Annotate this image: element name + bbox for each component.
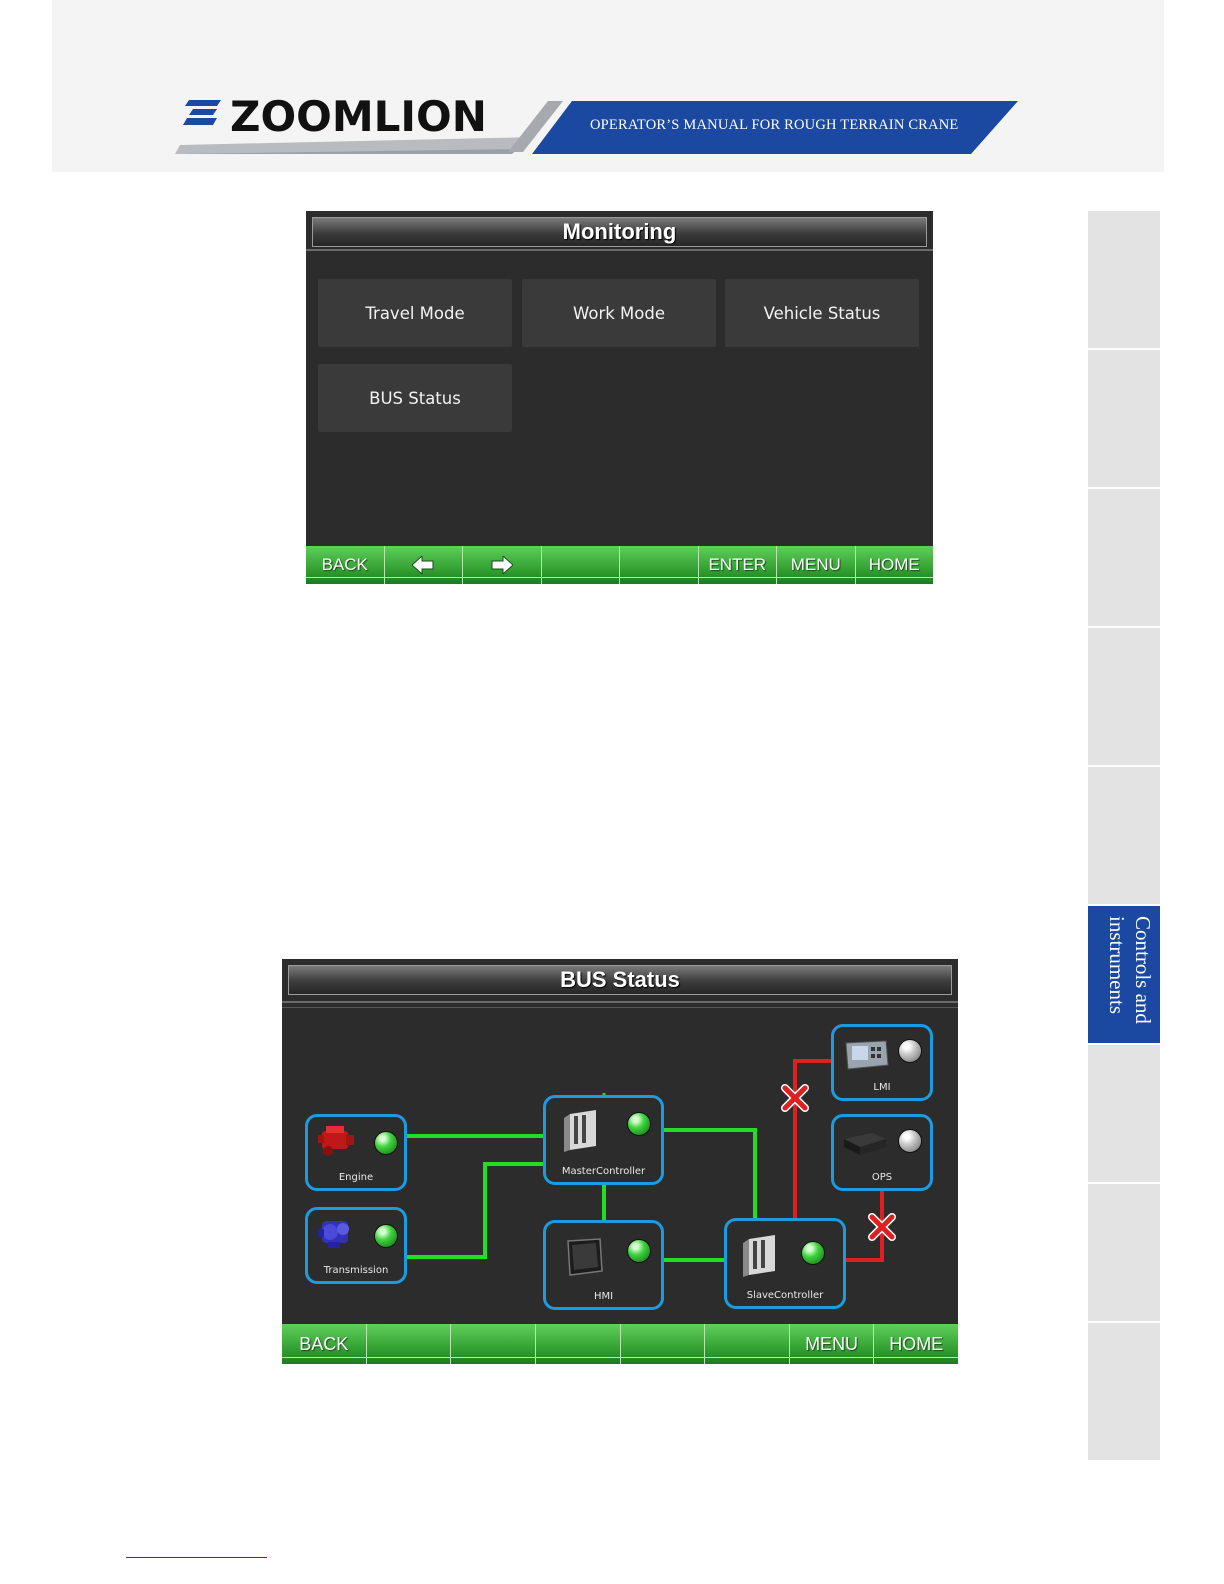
node-lmi[interactable]: LMI: [831, 1024, 933, 1101]
bus-status-button[interactable]: BUS Status: [318, 364, 512, 432]
side-tab-2[interactable]: [1088, 350, 1160, 489]
side-tab-7[interactable]: [1088, 1045, 1160, 1184]
back-key[interactable]: BACK: [282, 1324, 367, 1364]
arrow-left-icon: [412, 556, 434, 574]
status-led: [898, 1129, 922, 1153]
menu-key[interactable]: MENU: [777, 546, 856, 584]
node-label: Engine: [308, 1172, 404, 1183]
arrow-right-icon: [491, 556, 513, 574]
engine-icon: [316, 1123, 356, 1157]
lmi-icon: [844, 1039, 890, 1071]
home-key[interactable]: HOME: [874, 1324, 958, 1364]
node-label: OPS: [834, 1172, 930, 1183]
side-tab-label: Controls and instruments: [1104, 916, 1156, 1043]
side-tab-controls-and-instruments[interactable]: Controls and instruments: [1088, 906, 1160, 1045]
work-mode-button[interactable]: Work Mode: [522, 279, 716, 347]
node-master-controller[interactable]: MasterController: [543, 1095, 664, 1185]
enter-key[interactable]: ENTER: [699, 546, 778, 584]
status-led: [374, 1131, 398, 1155]
blank-key[interactable]: [705, 1324, 790, 1364]
node-label: LMI: [834, 1082, 930, 1093]
divider: [306, 249, 933, 251]
link-slave-lmi: [795, 1061, 832, 1219]
node-engine[interactable]: Engine: [305, 1114, 407, 1191]
blank-key[interactable]: [451, 1324, 536, 1364]
status-led: [627, 1239, 651, 1263]
side-tab-1[interactable]: [1088, 211, 1160, 350]
vehicle-status-button[interactable]: Vehicle Status: [725, 279, 919, 347]
manual-title: OPERATOR’S MANUAL FOR ROUGH TERRAIN CRAN…: [590, 117, 958, 134]
side-tab-9[interactable]: [1088, 1323, 1160, 1462]
side-tab-3[interactable]: [1088, 489, 1160, 628]
transmission-icon: [316, 1215, 356, 1251]
status-led: [801, 1241, 825, 1265]
side-tab-8[interactable]: [1088, 1184, 1160, 1323]
arrow-left-key[interactable]: [385, 546, 464, 584]
zoomlion-logo-icon: [183, 98, 223, 128]
node-label: MasterController: [546, 1166, 661, 1177]
blank-key[interactable]: [367, 1324, 452, 1364]
blank-key[interactable]: [536, 1324, 621, 1364]
node-label: HMI: [546, 1291, 661, 1302]
node-hmi[interactable]: HMI: [543, 1220, 664, 1310]
brand-name: ZOOMLION: [230, 92, 487, 141]
link-transmission-master: [406, 1164, 544, 1257]
side-tab-4[interactable]: [1088, 628, 1160, 767]
link-master-slave: [662, 1130, 755, 1219]
ops-icon: [842, 1129, 888, 1159]
controller-icon: [739, 1233, 783, 1279]
bus-status-screen: BUS Status: [282, 959, 958, 1364]
travel-mode-button[interactable]: Travel Mode: [318, 279, 512, 347]
status-led: [627, 1112, 651, 1136]
controller-icon: [560, 1108, 604, 1154]
screen-title: Monitoring: [313, 218, 926, 246]
blank-key[interactable]: [620, 546, 699, 584]
node-label: SlaveController: [727, 1290, 843, 1301]
blank-key[interactable]: [621, 1324, 706, 1364]
node-transmission[interactable]: Transmission: [305, 1207, 407, 1284]
status-led: [898, 1039, 922, 1063]
back-key[interactable]: BACK: [306, 546, 385, 584]
footer-underline: [126, 1557, 267, 1558]
header-stripes: [0, 0, 1224, 172]
home-key[interactable]: HOME: [856, 546, 934, 584]
monitoring-screen: Monitoring Travel Mode Work Mode Vehicle…: [306, 211, 933, 584]
side-tab-5[interactable]: [1088, 767, 1160, 906]
title-bar: Monitoring: [312, 217, 927, 247]
function-key-bar: BACK ENTER MENU HOME: [306, 546, 933, 584]
menu-key[interactable]: MENU: [790, 1324, 875, 1364]
display-icon: [566, 1237, 606, 1279]
blank-key[interactable]: [542, 546, 621, 584]
arrow-right-key[interactable]: [463, 546, 542, 584]
status-led: [374, 1224, 398, 1248]
node-ops[interactable]: OPS: [831, 1114, 933, 1191]
node-label: Transmission: [308, 1265, 404, 1276]
node-slave-controller[interactable]: SlaveController: [724, 1218, 846, 1309]
function-key-bar: BACK MENU HOME: [282, 1324, 958, 1364]
